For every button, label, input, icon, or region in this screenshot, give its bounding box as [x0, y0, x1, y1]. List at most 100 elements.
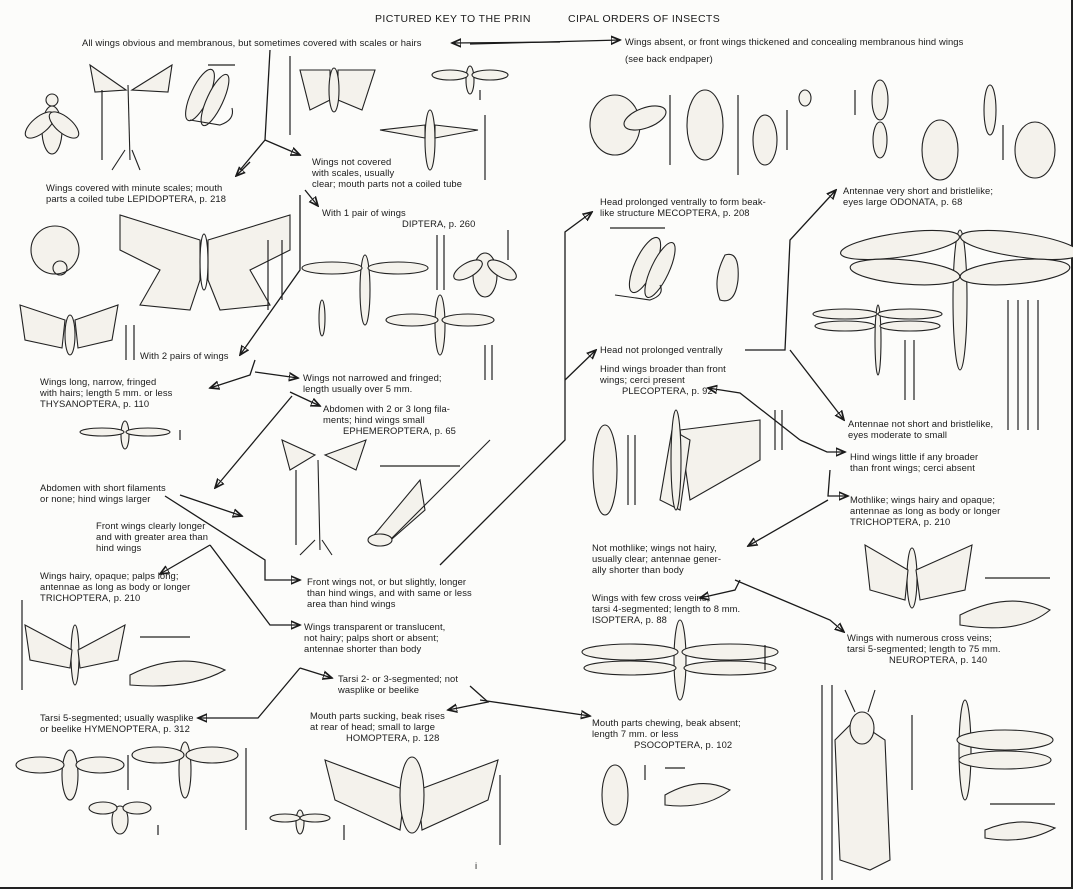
plecoptera-line-1: Hind wings broader than front: [600, 363, 726, 374]
node-all-wings-text: All wings obvious and membranous, but so…: [82, 37, 422, 48]
neuroptera-illustrations: [834, 689, 1057, 871]
node-plecoptera: Hind wings broader than front wings; cer…: [600, 363, 726, 396]
front-not-line-3: area than hind wings: [307, 598, 396, 609]
homoptera-line-2: at rear of head; small to large: [310, 721, 436, 732]
small-fly-illustration: [431, 65, 509, 95]
thysanoptera-line-3: THYSANOPTERA, p. 110: [40, 398, 150, 409]
trichoptera-right-line-1: Mothlike; wings hairy and opaque;: [850, 494, 996, 505]
thysanoptera-line-1: Wings long, narrow, fringed: [40, 376, 157, 387]
short-filaments-line-2: or none; hind wings larger: [40, 493, 151, 504]
not-covered-line-3: clear; mouth parts not a coiled tube: [312, 178, 463, 189]
tarsi-2-3-line-2: wasplike or beelike: [338, 684, 420, 695]
odonata-line-1: Antennae very short and bristlelike;: [843, 185, 994, 196]
odonata-line-2: eyes large ODONATA, p. 68: [843, 196, 963, 207]
node-ephemeroptera: Abdomen with 2 or 3 long fila- ments; hi…: [323, 403, 456, 436]
diptera-label: DIPTERA, p. 260: [402, 218, 476, 229]
node-not-mothlike: Not mothlike; wings not hairy, usually c…: [592, 542, 721, 575]
antennae-not-short-line-2: eyes moderate to small: [848, 429, 948, 440]
node-isoptera: Wings with few cross veins; tarsi 4-segm…: [592, 592, 740, 625]
short-filaments-line-1: Abdomen with short filaments: [40, 482, 166, 493]
front-longer-line-1: Front wings clearly longer: [96, 520, 206, 531]
node-transparent: Wings transparent or translucent, not ha…: [304, 621, 445, 654]
scorpionfly-illustration: [185, 68, 234, 127]
not-mothlike-line-3: ally shorter than body: [592, 564, 684, 575]
page-number: i: [475, 860, 478, 871]
isoptera-line-2: tarsi 4-segmented; length to 8 mm.: [592, 603, 741, 614]
one-pair-line-1: With 1 pair of wings: [322, 207, 406, 218]
transparent-line-1: Wings transparent or translucent,: [304, 621, 446, 632]
node-not-prolonged: Head not prolonged ventrally: [600, 344, 723, 355]
node-hymenoptera: Tarsi 5-segmented; usually wasplike or b…: [40, 712, 194, 734]
isoptera-line-1: Wings with few cross veins;: [592, 592, 710, 603]
mecoptera-line-2: like structure MECOPTERA, p. 208: [600, 207, 750, 218]
size-scale-bars: [21, 56, 1055, 880]
lepidoptera-line-2: parts a coiled tube LEPIDOPTERA, p. 218: [46, 193, 227, 204]
node-not-narrowed: Wings not narrowed and fringed; length u…: [303, 372, 442, 394]
not-covered-line-1: Wings not covered: [312, 156, 392, 167]
node-two-pairs: With 2 pairs of wings: [140, 350, 229, 361]
node-hind-little: Hind wings little if any broader than fr…: [850, 451, 978, 473]
hymenoptera-line-2: or beelike HYMENOPTERA, p. 312: [40, 723, 190, 734]
node-tarsi-2-3: Tarsi 2- or 3-segmented; not wasplike or…: [338, 673, 458, 695]
isoptera-line-3: ISOPTERA, p. 88: [592, 614, 667, 625]
homoptera-line-1: Mouth parts sucking, beak rises: [310, 710, 445, 721]
not-covered-line-2: with scales, usually: [312, 167, 395, 178]
trichoptera-right-line-2: antennae as long as body or longer: [850, 505, 1001, 516]
ephemeroptera-line-2: ments; hind wings small: [323, 414, 425, 425]
not-narrowed-line-1: Wings not narrowed and fringed;: [303, 372, 442, 383]
plecoptera-line-3: PLECOPTERA, p. 92: [622, 385, 713, 396]
homoptera-illustrations: [269, 756, 499, 835]
front-longer-line-3: hind wings: [96, 542, 142, 553]
trichoptera-left-illustrations: [24, 623, 227, 687]
node-trichoptera-left: Wings hairy, opaque; palps long; antenna…: [40, 570, 190, 603]
trichoptera-left-line-1: Wings hairy, opaque; palps long;: [40, 570, 179, 581]
node-lepidoptera: Wings covered with minute scales; mouth …: [46, 182, 226, 204]
node-antennae-not-short: Antennae not short and bristlelike, eyes…: [848, 418, 993, 440]
psocoptera-line-3: PSOCOPTERA, p. 102: [634, 739, 733, 750]
node-neuroptera: Wings with numerous cross veins; tarsi 5…: [847, 632, 1001, 665]
node-wings-absent: Wings absent, or front wings thickened a…: [625, 36, 963, 64]
neuroptera-line-2: tarsi 5-segmented; length to 75 mm.: [847, 643, 1001, 654]
ephemeroptera-illustrations: [281, 439, 491, 556]
moth-lower-illustration: [19, 304, 119, 356]
plecoptera-line-2: wings; cerci present: [600, 374, 685, 385]
front-not-line-2: than hind wings, and with same or less: [307, 587, 472, 598]
node-wings-absent-line-2: (see back endpaper): [625, 53, 713, 64]
two-pairs-text: With 2 pairs of wings: [140, 350, 229, 361]
lepidoptera-line-1: Wings covered with minute scales; mouth: [46, 182, 223, 193]
plecoptera-illustrations: [592, 409, 761, 516]
wingless-insects-illustrations: [589, 79, 1056, 181]
node-all-wings: All wings obvious and membranous, but so…: [82, 37, 422, 48]
ephemeroptera-line-3: EPHEMEROPTERA, p. 65: [343, 425, 456, 436]
node-one-pair: With 1 pair of wings DIPTERA, p. 260: [322, 207, 475, 229]
neuroptera-line-1: Wings with numerous cross veins;: [847, 632, 992, 643]
transparent-line-2: not hairy; palps short or absent;: [304, 632, 439, 643]
node-mecoptera: Head prolonged ventrally to form beak- l…: [600, 196, 766, 218]
neuroptera-line-3: NEUROPTERA, p. 140: [889, 654, 988, 665]
psocoptera-line-1: Mouth parts chewing, beak absent;: [592, 717, 741, 728]
mecoptera-line-1: Head prolonged ventrally to form beak-: [600, 196, 766, 207]
hind-little-line-1: Hind wings little if any broader: [850, 451, 979, 462]
trichoptera-left-line-3: TRICHOPTERA, p. 210: [40, 592, 141, 603]
node-front-longer: Front wings clearly longer and with grea…: [96, 520, 208, 553]
isoptera-illustration: [581, 619, 779, 701]
title-left: PICTURED KEY TO THE PRIN: [375, 13, 531, 25]
homoptera-line-3: HOMOPTERA, p. 128: [346, 732, 440, 743]
node-front-not-longer: Front wings not, or but slightly, longer…: [307, 576, 472, 609]
trichoptera-right-line-3: TRICHOPTERA, p. 210: [850, 516, 951, 527]
trichoptera-left-line-2: antennae as long as body or longer: [40, 581, 191, 592]
hymenoptera-illustrations: [15, 741, 239, 835]
butterfly-illustration: [119, 214, 291, 311]
moth-head-detail: [30, 225, 80, 276]
not-narrowed-line-2: length usually over 5 mm.: [303, 383, 413, 394]
node-thysanoptera: Wings long, narrow, fringed with hairs; …: [40, 376, 172, 409]
node-wings-absent-line-1: Wings absent, or front wings thickened a…: [625, 36, 964, 47]
node-not-covered: Wings not covered with scales, usually c…: [312, 156, 462, 189]
node-psocoptera: Mouth parts chewing, beak absent; length…: [592, 717, 741, 750]
not-mothlike-line-2: usually clear; antennae gener-: [592, 553, 722, 564]
thysanoptera-line-2: with hairs; length 5 mm. or less: [40, 387, 173, 398]
odonata-illustrations: [812, 229, 1073, 376]
